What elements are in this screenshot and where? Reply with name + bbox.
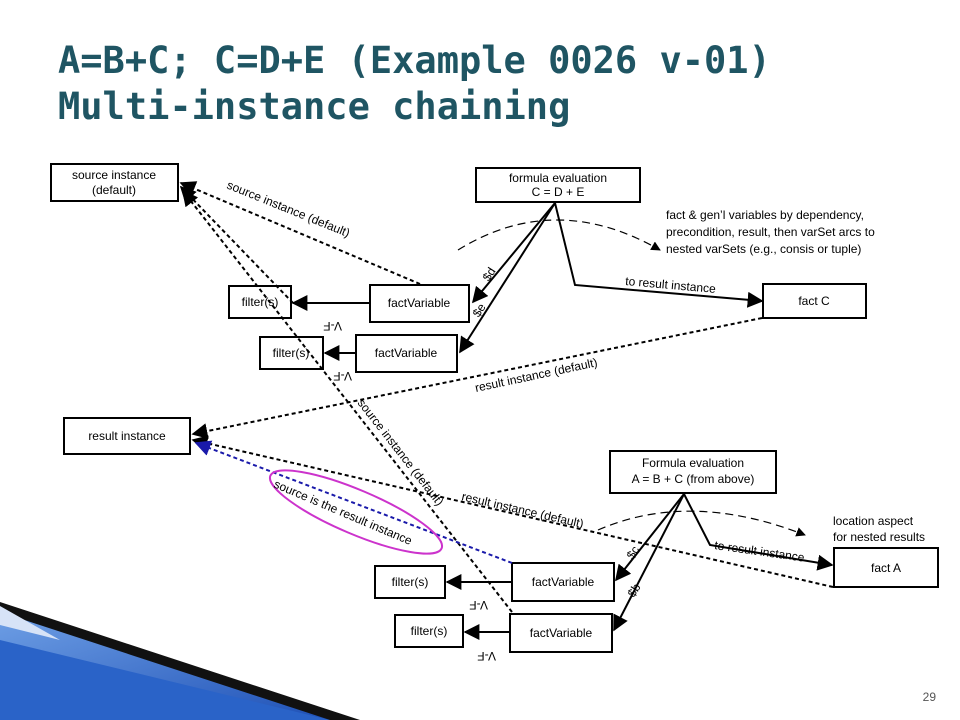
formula-evaluation-top-box: formula evaluation C = D + E: [475, 167, 641, 203]
source-is-result-label: source is the result instance: [272, 477, 415, 548]
arrows: [179, 181, 834, 640]
note-top-line-1: fact & gen’l variables by dependency,: [666, 208, 864, 222]
fact-a-box: fact A: [833, 547, 939, 588]
var-d-label: $d: [480, 265, 499, 284]
formula-eval-top-line-2: C = D + E: [532, 185, 585, 199]
dependency-arc-top: [457, 219, 661, 251]
filter-bottom-2-label: filter(s): [411, 624, 448, 638]
var-c-label: $c: [624, 543, 643, 561]
to-result-instance-label-bottom: to result instance: [714, 538, 806, 565]
filter-top-2: filter(s): [259, 336, 324, 370]
dependency-arc-bottom: [597, 510, 806, 537]
result-instance-arrow-top: [191, 317, 763, 439]
page-number: 29: [922, 690, 936, 704]
fact-variable-bottom-1-label: factVariable: [532, 575, 595, 589]
corner-decoration: [0, 602, 360, 720]
vf-label-top-2: V-F: [333, 369, 352, 383]
fact-variable-top-2-label: factVariable: [375, 346, 438, 360]
vf-label-top-1: V-F: [323, 319, 342, 333]
var-e-label: $e: [470, 301, 489, 320]
filter-top-2-label: filter(s): [273, 346, 310, 360]
source-instance-line-2: (default): [92, 183, 136, 197]
source-instance-arrow-diagonal: [182, 189, 513, 613]
result-instance-label: result instance: [88, 429, 166, 443]
filter-bottom-2: filter(s): [394, 614, 464, 648]
filter-bottom-1: filter(s): [374, 565, 446, 599]
fact-variable-bottom-1: factVariable: [511, 562, 615, 602]
fact-variable-top-2: factVariable: [355, 334, 458, 373]
result-instance-box: result instance: [63, 417, 191, 455]
fact-c-box: fact C: [762, 283, 867, 319]
note-top-line-3: nested varSets (e.g., consis or tuple): [666, 242, 861, 256]
fact-a-label: fact A: [871, 561, 901, 575]
result-instance-default-label-bottom: result instance (default): [460, 489, 585, 531]
var-b-label: $b: [625, 581, 644, 600]
highlight-ellipse: [268, 469, 444, 555]
fact-c-label: fact C: [798, 294, 830, 308]
slide-title: A=B+C; C=D+E (Example 0026 v-01) Multi-i…: [58, 38, 938, 130]
vf-label-bottom-2: V-F: [477, 649, 496, 663]
slide-title-line-2: Multi-instance chaining: [58, 85, 571, 128]
source-instance-line-1: source instance: [72, 168, 156, 182]
note-bottom-line-2: for nested results: [833, 530, 925, 544]
to-result-instance-arrow-top: [554, 202, 764, 308]
note-top-line-2: precondition, result, then varSet arcs t…: [666, 225, 875, 239]
formula-evaluation-bottom-box: Formula evaluation A = B + C (from above…: [609, 450, 777, 494]
formula-eval-top-line-1: formula evaluation: [509, 171, 607, 185]
source-instance-default-label-diagonal: source instance (default): [355, 396, 447, 508]
d-var-arrow: [471, 202, 556, 304]
filter-bottom-1-label: filter(s): [392, 575, 429, 589]
source-instance-arrow-top: [179, 181, 421, 285]
fact-variable-top-1-label: factVariable: [388, 296, 451, 310]
formula-eval-bottom-line-2: A = B + C (from above): [632, 472, 755, 486]
fact-variable-bottom-2-label: factVariable: [530, 626, 593, 640]
c-var-arrow: [615, 493, 685, 582]
e-var-arrow: [459, 202, 556, 354]
filter-top-1-label: filter(s): [242, 295, 279, 309]
result-instance-default-label-top: result instance (default): [474, 355, 599, 395]
formula-eval-bottom-line-1: Formula evaluation: [642, 456, 744, 470]
fact-variable-bottom-2: factVariable: [509, 613, 613, 653]
result-instance-arrow-bottom: [191, 435, 834, 588]
slide-title-line-1: A=B+C; C=D+E (Example 0026 v-01): [58, 39, 771, 82]
source-instance-arrow-filter: [179, 185, 294, 304]
note-bottom-line-1: location aspect: [833, 514, 914, 528]
source-instance-box: source instance (default): [50, 163, 179, 202]
vf-label-bottom-1: V-F: [469, 598, 488, 612]
source-is-result-arrow: [194, 440, 513, 564]
b-var-arrow: [613, 493, 685, 632]
fact-variable-top-1: factVariable: [369, 284, 470, 323]
